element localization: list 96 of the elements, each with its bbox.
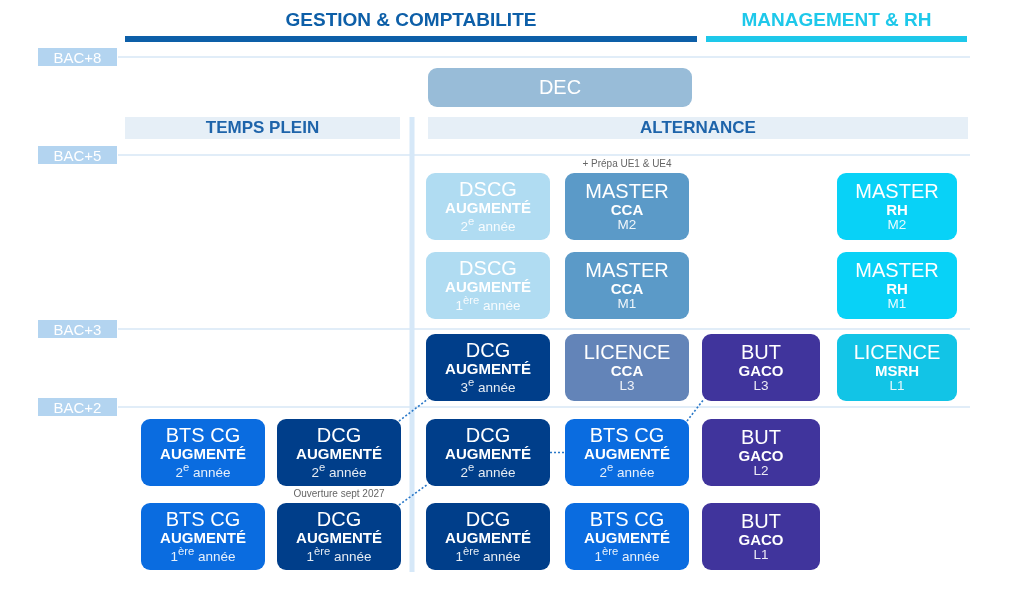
program-year: M1 [617, 296, 637, 311]
program-box [702, 503, 820, 570]
program-box [426, 503, 550, 570]
program-box [141, 419, 265, 486]
program-year: 1$^{ère}$ année [170, 546, 236, 564]
program-subtitle: CCA [610, 363, 644, 379]
note: + Prépa UE1 & UE4 [581, 158, 673, 171]
program-subtitle: CCA [610, 281, 644, 297]
connector-line [398, 398, 429, 422]
connector-line [398, 483, 429, 506]
program-title: LICENCE [853, 342, 941, 364]
program-subtitle: RH [886, 202, 908, 218]
program-title: MASTER [585, 181, 669, 203]
program-box [426, 419, 550, 486]
program-box [565, 173, 689, 240]
program-year: 1$^{ère}$ année [306, 546, 372, 564]
program-title: BTS CG [589, 509, 665, 531]
program-year: 2$^{e}$ année [175, 462, 231, 480]
program-title: BTS CG [165, 509, 241, 531]
track-band: ALTERNANCE [428, 117, 968, 139]
program-title: BUT [741, 427, 781, 449]
level-tag: BAC+3 [38, 320, 117, 338]
program-subtitle: AUGMENTÉ [445, 361, 531, 378]
program-year: L2 [753, 463, 769, 478]
connector-line [686, 398, 705, 422]
program-subtitle: AUGMENTÉ [445, 446, 531, 463]
program-subtitle: AUGMENTÉ [445, 530, 531, 547]
program-title: LICENCE [583, 342, 671, 364]
program-title: BUT [741, 511, 781, 533]
program-year: 2$^{e}$ année [460, 216, 516, 234]
program-box [702, 334, 820, 401]
program-subtitle: AUGMENTÉ [160, 446, 246, 463]
program-box [837, 173, 957, 240]
program-year: 1$^{ère}$ année [455, 295, 521, 313]
program-year: 2$^{e}$ année [460, 462, 516, 480]
program-title: BUT [741, 342, 781, 364]
program-box [277, 503, 401, 570]
program-year: L1 [889, 378, 905, 393]
program-box [837, 334, 957, 401]
program-title: DCG [316, 425, 362, 447]
program-title: BTS CG [165, 425, 241, 447]
program-box [426, 252, 550, 319]
program-box [565, 503, 689, 570]
program-subtitle: AUGMENTÉ [584, 446, 670, 463]
program-box [565, 419, 689, 486]
program-title: DSCG [459, 258, 517, 280]
program-year: L3 [753, 378, 769, 393]
level-tag: BAC+5 [38, 146, 117, 164]
program-box [426, 173, 550, 240]
program-subtitle: CCA [610, 202, 644, 218]
program-subtitle: RH [886, 281, 908, 297]
program-title: DCG [465, 425, 511, 447]
program-subtitle: GACO [738, 532, 784, 548]
program-year: 1$^{ère}$ année [455, 546, 521, 564]
program-subtitle: MSRH [874, 363, 920, 379]
level-tag: BAC+8 [38, 48, 117, 66]
section-heading: MANAGEMENT & RH [740, 9, 933, 32]
program-subtitle: AUGMENTÉ [584, 530, 670, 547]
program-box [565, 334, 689, 401]
program-subtitle: AUGMENTÉ [445, 279, 531, 296]
program-subtitle: AUGMENTÉ [445, 200, 531, 217]
program-year: L3 [619, 378, 635, 393]
program-title: DCG [316, 509, 362, 531]
program-year: M2 [887, 217, 907, 232]
program-year: 2$^{e}$ année [311, 462, 367, 480]
program-subtitle: AUGMENTÉ [296, 530, 382, 547]
program-title: MASTER [855, 181, 939, 203]
program-year: M1 [887, 296, 907, 311]
program-title: DCG [465, 509, 511, 531]
track-band: TEMPS PLEIN [125, 117, 400, 139]
diploma-title: DEC [538, 77, 582, 98]
section-heading: GESTION & COMPTABILITE [284, 9, 538, 32]
level-tag: BAC+2 [38, 398, 117, 416]
program-title: MASTER [585, 260, 669, 282]
program-title: BTS CG [589, 425, 665, 447]
program-subtitle: GACO [738, 363, 784, 379]
program-box [277, 419, 401, 486]
program-subtitle: AUGMENTÉ [296, 446, 382, 463]
program-box [426, 334, 550, 401]
program-year: M2 [617, 217, 637, 232]
program-subtitle: AUGMENTÉ [160, 530, 246, 547]
program-year: 1$^{ère}$ année [594, 546, 660, 564]
program-box [837, 252, 957, 319]
program-box [565, 252, 689, 319]
diploma-box [428, 68, 692, 107]
program-year: 2$^{e}$ année [599, 462, 655, 480]
program-title: DSCG [459, 179, 517, 201]
program-box [141, 503, 265, 570]
program-year: 3$^{e}$ année [460, 377, 516, 395]
program-box [702, 419, 820, 486]
program-title: MASTER [855, 260, 939, 282]
connector-line [549, 451, 566, 454]
note: Ouverture sept 2027 [292, 488, 386, 501]
program-subtitle: GACO [738, 448, 784, 464]
program-year: L1 [753, 547, 769, 562]
program-title: DCG [465, 340, 511, 362]
